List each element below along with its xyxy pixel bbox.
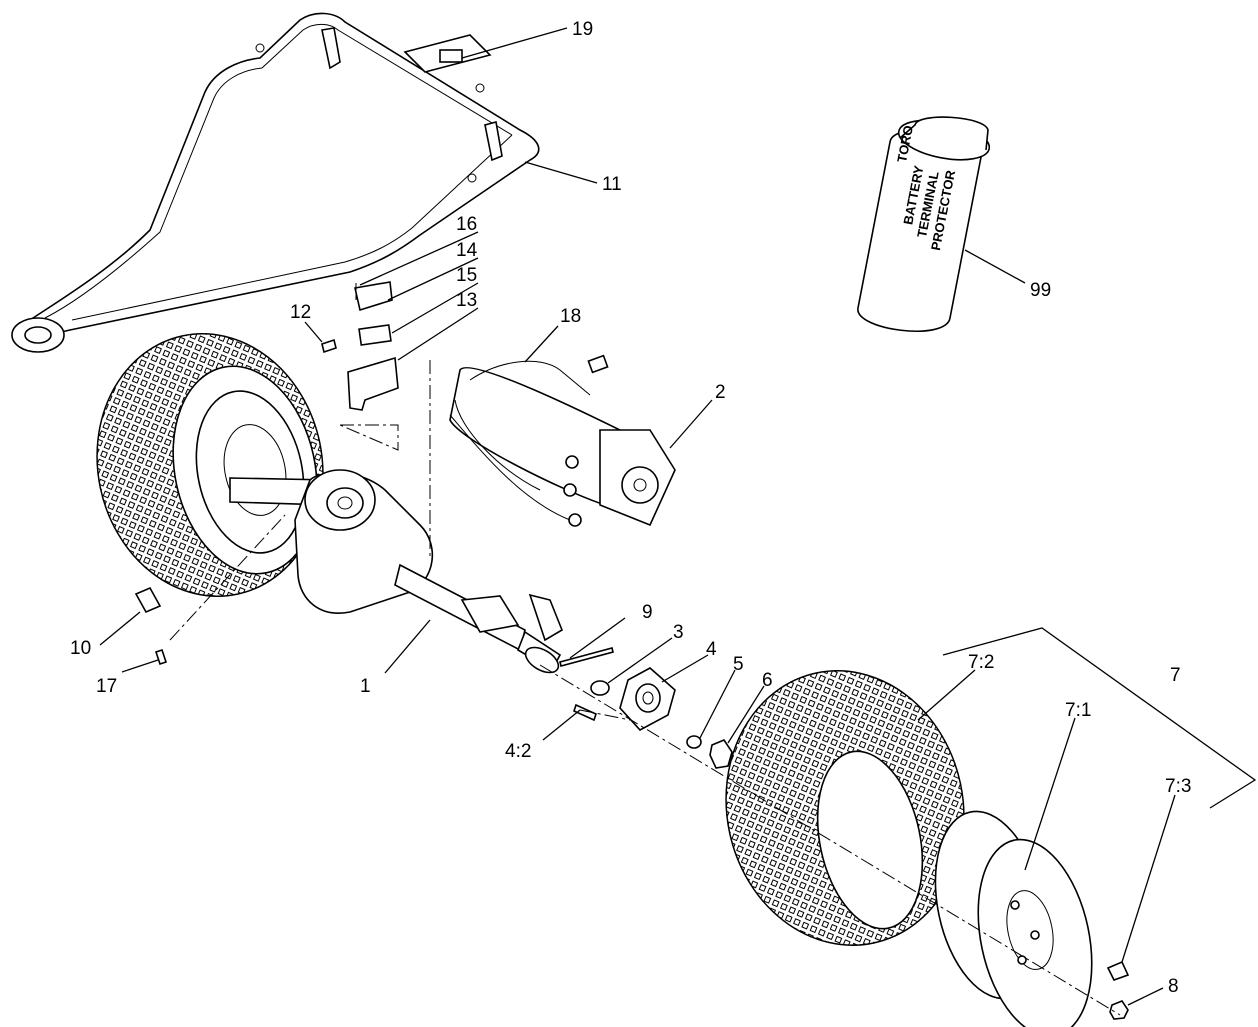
callout-3: 3 — [673, 622, 684, 643]
wheel-hub — [619, 667, 676, 731]
callout-5: 5 — [733, 654, 744, 675]
brake-bracket-parts — [321, 281, 399, 411]
electric-motor — [449, 354, 676, 527]
callout-7-2: 7:2 — [968, 652, 994, 673]
right-wheel-rim — [934, 810, 1093, 1027]
callout-12: 12 — [290, 302, 311, 323]
callout-11: 11 — [602, 174, 622, 195]
spacer-washer — [590, 680, 610, 696]
callout-6: 6 — [762, 670, 773, 691]
callout-17: 17 — [96, 676, 117, 697]
wheel-stud — [573, 703, 597, 722]
axle-key — [559, 647, 614, 667]
callout-15: 15 — [456, 265, 477, 286]
callout-4: 4 — [706, 639, 717, 660]
callout-labels: 19 11 16 14 15 13 12 18 2 99 10 17 1 9 3… — [70, 19, 1191, 997]
transaxle — [229, 469, 563, 674]
leader-lines — [99, 27, 1176, 1006]
lug-nut — [1109, 1000, 1129, 1020]
callout-16: 16 — [456, 214, 477, 235]
callout-9: 9 — [642, 602, 653, 623]
lug-bolt — [1106, 960, 1130, 981]
callout-13: 13 — [456, 290, 477, 311]
washer — [686, 735, 702, 749]
left-wheel — [96, 333, 324, 597]
lock-nut — [709, 739, 733, 769]
can-brand-text: TORO — [894, 124, 916, 164]
grease-fitting — [134, 586, 162, 614]
callout-7-3: 7:3 — [1165, 776, 1191, 797]
callout-19: 19 — [572, 19, 593, 40]
callout-10: 10 — [70, 638, 91, 659]
callout-2: 2 — [715, 382, 726, 403]
callout-99: 99 — [1030, 280, 1051, 301]
group-bracket-7 — [942, 627, 1257, 809]
callout-8: 8 — [1168, 976, 1179, 997]
callout-4-2: 4:2 — [505, 741, 531, 762]
right-wheel-tire — [725, 670, 965, 946]
callout-1: 1 — [360, 676, 371, 697]
callout-18: 18 — [560, 306, 581, 327]
tow-frame — [11, 12, 540, 353]
callout-7: 7 — [1170, 665, 1181, 686]
grease-fitting-adapter — [154, 648, 168, 666]
callout-14: 14 — [456, 240, 478, 261]
battery-terminal-protector-can: TORO BATTERY TERMINAL PROTECTOR — [857, 116, 991, 332]
assembly-lines — [169, 360, 1121, 1016]
callout-7-1: 7:1 — [1065, 700, 1091, 721]
